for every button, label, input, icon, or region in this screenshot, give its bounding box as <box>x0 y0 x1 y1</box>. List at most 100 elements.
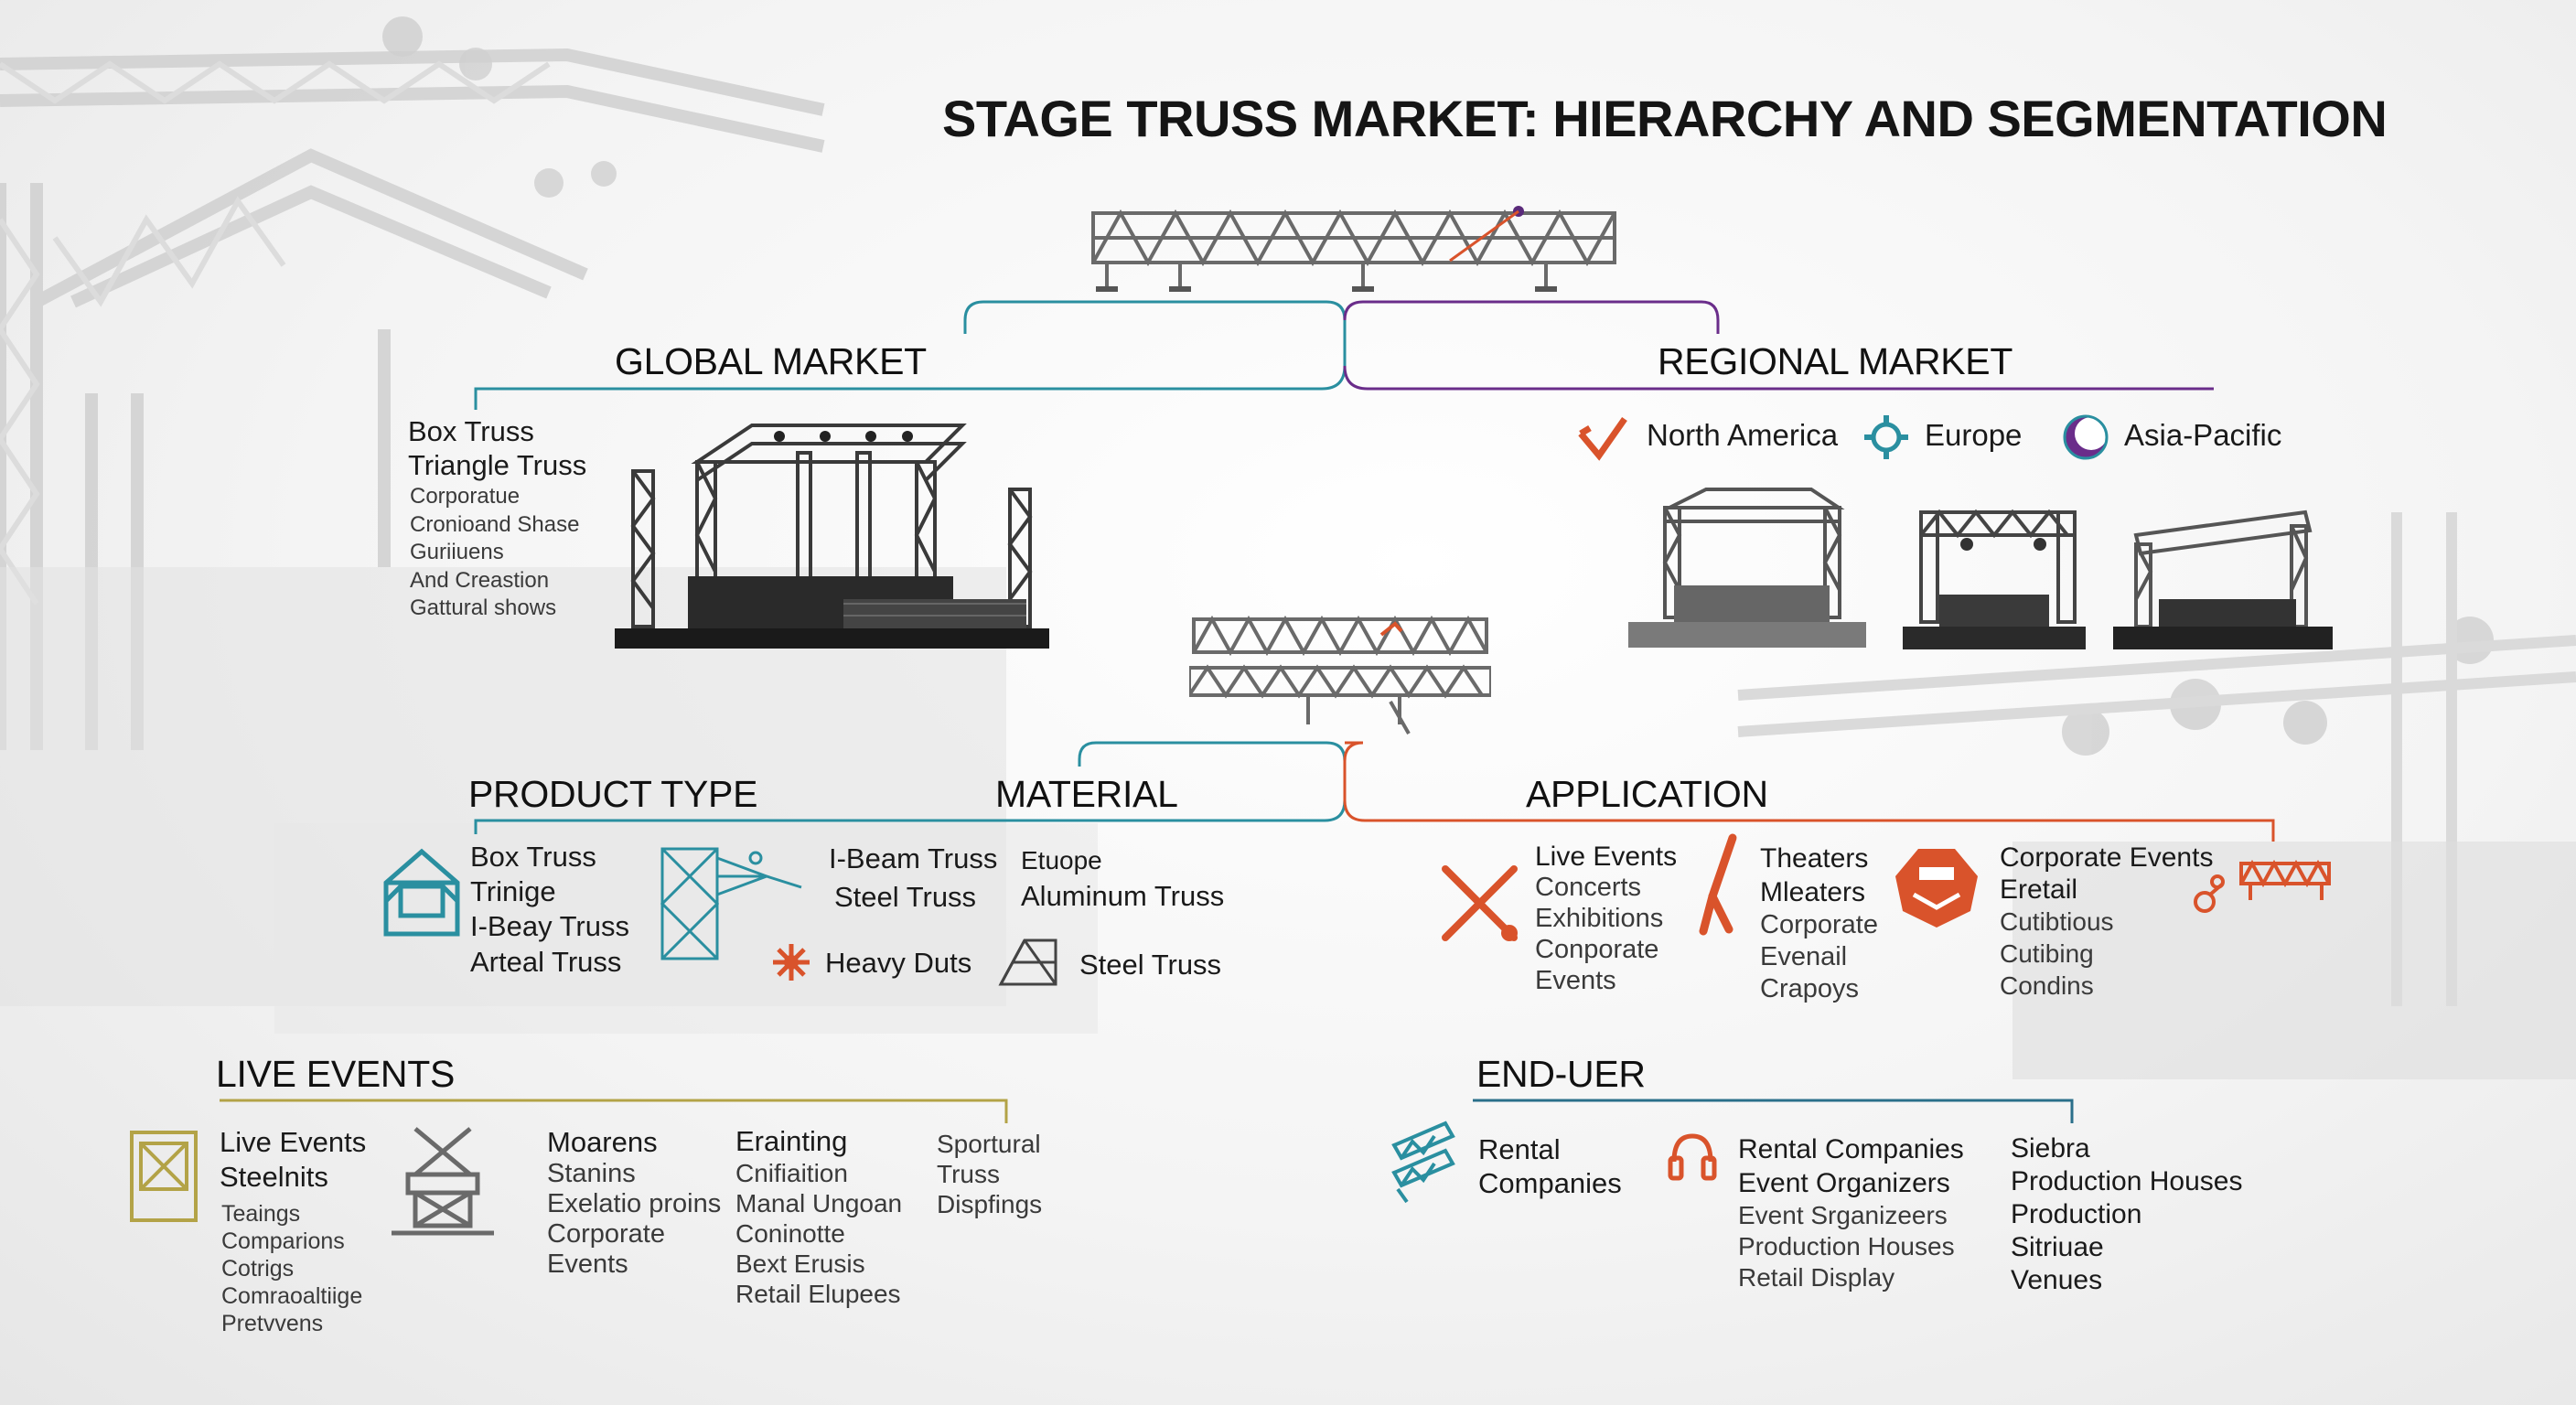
theater-mask-icon <box>1895 849 1978 928</box>
material-item: Aluminum Truss <box>1021 880 1225 912</box>
global-types-list: Box Truss Triangle Truss <box>408 414 586 482</box>
live-events-item: Events <box>547 1249 628 1279</box>
end-user-col3-list: Siebra Production Houses Production Sitr… <box>2011 1132 2242 1297</box>
region-north-america: North America <box>1647 418 1839 452</box>
top-truss-beam-icon <box>1091 206 1616 292</box>
live-events-item: Steelnits <box>220 1161 328 1193</box>
crescent-icon <box>2063 414 2109 460</box>
middle-truss-beam-icon <box>1189 615 1491 735</box>
application-item: Evenail <box>1760 942 1848 971</box>
application-col2-list: Theaters Mleaters Corporate Evenail Crap… <box>1760 842 1878 1005</box>
global-uses-list: Corporatue Cronioand Shase Guriiuens And… <box>410 483 579 623</box>
global-use-item: Corporatue <box>410 484 521 509</box>
product-item: I-Beam Truss <box>829 842 998 874</box>
global-type-item: Box Truss <box>408 415 534 447</box>
product-item: I-Beay Truss <box>470 910 629 942</box>
gear-icon <box>1864 415 1908 459</box>
live-events-item: Cnifiaition <box>735 1159 848 1187</box>
material-item: Etuope <box>1021 846 1102 874</box>
product-item: Trinige <box>470 875 556 907</box>
wrench-icon <box>1699 833 1737 936</box>
application-item: Crapoys <box>1760 974 1859 1003</box>
application-item: Events <box>1535 966 1616 995</box>
live-events-item: Corporate <box>547 1219 665 1249</box>
end-user-item: Retail Display <box>1738 1263 1895 1292</box>
live-events-item: Dispfings <box>937 1190 1043 1218</box>
region-asia-pacific: Asia-Pacific <box>2124 418 2282 452</box>
live-events-heading: LIVE EVENTS <box>216 1053 456 1095</box>
application-item: Conporate <box>1535 935 1659 964</box>
end-user-item: Production Houses <box>2011 1166 2243 1196</box>
live-events-item: Coninotte <box>735 1219 845 1248</box>
product-item: Box Truss <box>470 841 596 873</box>
small-truss-icon <box>2194 859 2331 913</box>
live-events-item: Comparions <box>221 1228 345 1254</box>
application-item: Cutibtious <box>2000 907 2114 936</box>
regional-stage-illustration-2 <box>1903 509 2086 649</box>
material-steel-truss: Steel Truss <box>1079 949 1222 981</box>
end-user-heading: END-UER <box>1476 1053 1646 1095</box>
live-events-item: Erainting <box>735 1125 848 1157</box>
product-col1-list: Box Truss Trinige I-Beay Truss <box>470 840 629 944</box>
end-user-item: Sitriuae <box>2011 1232 2104 1262</box>
end-user-item: Siebra <box>2011 1133 2090 1164</box>
global-market-heading: GLOBAL MARKET <box>615 340 927 382</box>
box-truss-icon <box>383 848 460 937</box>
product-col2-list: I-Beam Truss Steel Truss <box>829 840 997 917</box>
live-events-item: Truss <box>937 1160 1000 1188</box>
material-heading: MATERIAL <box>995 773 1178 815</box>
material-list: Etuope Aluminum Truss <box>1021 843 1224 915</box>
live-events-item: Teaings <box>221 1201 301 1227</box>
live-events-item: Pretvvens <box>221 1311 324 1336</box>
live-events-col1-list: Teaings Comparions Cotrigs Comraoaltiige… <box>221 1200 362 1337</box>
steel-truss-icon <box>998 938 1057 986</box>
product-type-heading: PRODUCT TYPE <box>468 773 758 815</box>
application-col1-list: Live Events Concerts Exhibitions Conpora… <box>1535 842 1677 996</box>
live-events-item: Exelatio proins <box>547 1189 722 1218</box>
end-user-item: Rental Companies <box>1738 1134 1964 1164</box>
live-events-item: Comraoaltiige <box>221 1283 363 1309</box>
global-type-item: Triangle Truss <box>408 449 587 481</box>
end-user-col2-list: Rental Companies Event Organizers Event … <box>1738 1132 1964 1293</box>
regional-market-heading: REGIONAL MARKET <box>1658 340 2013 382</box>
end-user-item: Rental <box>1478 1133 1561 1165</box>
truss-pieces-icon <box>1391 1121 1455 1204</box>
global-stage-illustration <box>615 424 1049 649</box>
end-user-item: Venues <box>2011 1265 2103 1295</box>
global-use-item: Gattural shows <box>410 595 557 620</box>
application-item: Live Events <box>1535 842 1678 872</box>
live-events-item: Cotrigs <box>221 1256 295 1282</box>
truss-frame-icon <box>130 1131 198 1222</box>
end-user-item: Event Organizers <box>1738 1168 1950 1198</box>
region-europe: Europe <box>1925 418 2023 452</box>
tools-cross-icon <box>1442 865 1518 941</box>
global-use-item: Guriiuens <box>410 540 504 564</box>
end-user-item: Production Houses <box>1738 1232 1955 1260</box>
application-item: Corporate Events <box>2000 842 2214 873</box>
headset-icon <box>1668 1133 1717 1181</box>
global-use-item: Cronioand Shase <box>410 511 580 537</box>
application-item: Mleaters <box>1760 877 1866 907</box>
live-events-item: Sportural <box>937 1130 1041 1158</box>
live-events-item: Retail Elupees <box>735 1280 901 1308</box>
global-use-item: And Creastion <box>410 567 550 593</box>
checkmark-icon <box>1578 416 1627 461</box>
live-events-item: Bext Erusis <box>735 1249 865 1278</box>
regional-stage-illustration-1 <box>1628 488 1866 648</box>
heavy-duty-icon <box>773 944 810 981</box>
scaffold-truss-icon <box>392 1127 494 1236</box>
live-events-item: Live Events <box>220 1126 367 1158</box>
application-item: Eretail <box>2000 874 2078 905</box>
live-events-col1-head: Live Events Steelnits <box>220 1125 366 1195</box>
application-item: Theaters <box>1760 843 1869 874</box>
live-events-col3-list: Erainting Cnifiaition Manal Ungoan Conin… <box>735 1125 902 1309</box>
application-heading: APPLICATION <box>1526 773 1768 815</box>
live-events-item: Manal Ungoan <box>735 1189 903 1217</box>
application-col3-list: Corporate Events Eretail Cutibtious Cuti… <box>2000 842 2213 1002</box>
product-item: Steel Truss <box>834 881 977 913</box>
live-events-col4-list: Sportural Truss Dispfings <box>937 1129 1042 1219</box>
regional-stage-illustration-3 <box>2113 509 2333 649</box>
live-events-item: Moarens <box>547 1126 658 1158</box>
